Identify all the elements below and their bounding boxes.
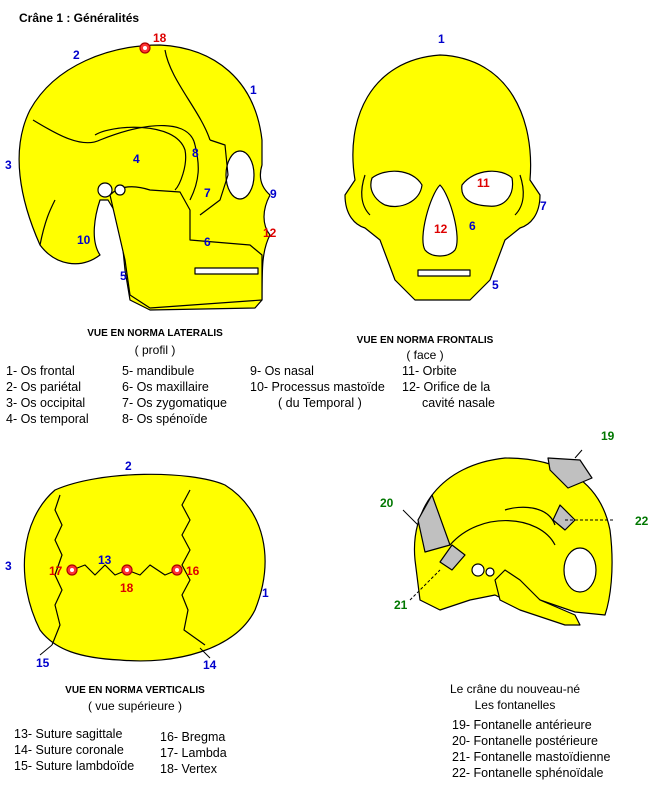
front-label-5: 5 bbox=[492, 278, 499, 292]
legend-item: 10- Processus mastoïde bbox=[250, 380, 385, 394]
newborn-skull bbox=[413, 457, 613, 626]
lat-label-10: 10 bbox=[77, 233, 91, 247]
suture-legend-col2: 16- Bregma 17- Lambda 18- Vertex bbox=[160, 729, 227, 777]
lat-label-4: 4 bbox=[133, 152, 140, 166]
legend-item: 5- mandibule bbox=[122, 364, 195, 378]
legend-item: 14- Suture coronale bbox=[14, 743, 124, 757]
lat-label-3: 3 bbox=[5, 158, 12, 172]
legend-item: ( du Temporal ) bbox=[278, 396, 362, 410]
legend-item: 11- Orbite bbox=[402, 364, 457, 378]
lat-label-18: 18 bbox=[153, 31, 167, 45]
vert-label-16: 16 bbox=[186, 564, 200, 578]
front-label-1: 1 bbox=[438, 32, 445, 46]
legend-item: 9- Os nasal bbox=[250, 364, 314, 378]
nb-label-20: 20 bbox=[380, 496, 394, 510]
lat-label-12: 12 bbox=[263, 226, 277, 240]
legend-item: 4- Os temporal bbox=[6, 412, 89, 426]
bone-legend-col1: 1- Os frontal 2- Os pariétal 3- Os occip… bbox=[6, 363, 89, 427]
front-label-11: 11 bbox=[477, 176, 490, 190]
lateral-skull bbox=[18, 42, 271, 311]
lat-label-8: 8 bbox=[192, 146, 199, 160]
lat-label-7: 7 bbox=[204, 186, 211, 200]
frontal-caption: VUE EN NORMA FRONTALIS bbox=[356, 335, 494, 346]
legend-item: 20- Fontanelle postérieure bbox=[452, 734, 598, 748]
legend-item: cavité nasale bbox=[422, 396, 495, 410]
legend-item: 17- Lambda bbox=[160, 746, 227, 760]
lateral-sub: ( profil ) bbox=[134, 343, 176, 357]
vert-label-17: 17 bbox=[49, 564, 63, 578]
lateral-caption: VUE EN NORMA LATERALIS bbox=[87, 328, 223, 339]
vertical-skull bbox=[23, 473, 266, 662]
page-title: Crâne 1 : Généralités bbox=[19, 11, 140, 25]
legend-item: 21- Fontanelle mastoïdienne bbox=[452, 750, 611, 764]
bone-legend-col2: 5- mandibule 6- Os maxillaire 7- Os zygo… bbox=[122, 363, 227, 427]
legend-item: 18- Vertex bbox=[160, 762, 217, 776]
nb-label-19: 19 bbox=[601, 429, 615, 443]
vert-label-13: 13 bbox=[98, 553, 112, 567]
legend-item: 7- Os zygomatique bbox=[122, 396, 227, 410]
lat-label-6: 6 bbox=[204, 235, 211, 249]
nb-label-21: 21 bbox=[394, 598, 408, 612]
legend-item: 2- Os pariétal bbox=[6, 380, 82, 394]
arrow-21 bbox=[409, 569, 441, 601]
lat-label-2: 2 bbox=[73, 48, 80, 62]
vert-label-18: 18 bbox=[120, 581, 134, 595]
legend-item: 13- Suture sagittale bbox=[14, 727, 123, 741]
suture-legend-col1: 13- Suture sagittale 14- Suture coronale… bbox=[14, 726, 134, 774]
lat-label-9: 9 bbox=[270, 187, 277, 201]
bone-legend-col3: 9- Os nasal 10- Processus mastoïde ( du … bbox=[250, 363, 385, 411]
front-label-6: 6 bbox=[469, 219, 476, 233]
bone-legend-col4: 11- Orbite 12- Orifice de la cavité nasa… bbox=[402, 363, 495, 411]
arrow-14 bbox=[199, 647, 211, 659]
legend-item: 6- Os maxillaire bbox=[122, 380, 209, 394]
vert-label-14: 14 bbox=[203, 658, 217, 672]
arrow-20 bbox=[402, 509, 419, 526]
newborn-caption-1: Le crâne du nouveau-né bbox=[449, 682, 581, 696]
arrow-19 bbox=[574, 449, 583, 459]
front-label-12: 12 bbox=[434, 222, 448, 236]
vert-label-15: 15 bbox=[36, 656, 50, 670]
legend-item: 1- Os frontal bbox=[6, 364, 75, 378]
vert-label-1: 1 bbox=[262, 586, 269, 600]
vertical-sub: ( vue supérieure ) bbox=[87, 699, 183, 713]
legend-item: 19- Fontanelle antérieure bbox=[452, 718, 592, 732]
nb-label-22: 22 bbox=[635, 514, 649, 528]
legend-item: 8- Os spénoïde bbox=[122, 412, 208, 426]
legend-item: 3- Os occipital bbox=[6, 396, 86, 410]
frontal-sub: ( face ) bbox=[406, 348, 444, 362]
frontal-skull bbox=[344, 54, 541, 301]
fontanelle-legend: 19- Fontanelle antérieure 20- Fontanelle… bbox=[452, 717, 610, 781]
vert-label-2: 2 bbox=[125, 459, 132, 473]
legend-item: 15- Suture lambdoïde bbox=[14, 759, 135, 773]
front-label-7: 7 bbox=[540, 199, 547, 213]
arrow-15 bbox=[39, 644, 53, 656]
vert-label-3: 3 bbox=[5, 559, 12, 573]
legend-item: 22- Fontanelle sphénoïdale bbox=[452, 766, 604, 780]
lat-label-5: 5 bbox=[120, 269, 127, 283]
legend-item: 12- Orifice de la bbox=[402, 380, 491, 394]
newborn-caption-2: Les fontanelles bbox=[474, 698, 556, 712]
legend-item: 16- Bregma bbox=[160, 730, 226, 744]
vertical-caption: VUE EN NORMA VERTICALIS bbox=[65, 685, 205, 696]
lat-label-1: 1 bbox=[250, 83, 257, 97]
